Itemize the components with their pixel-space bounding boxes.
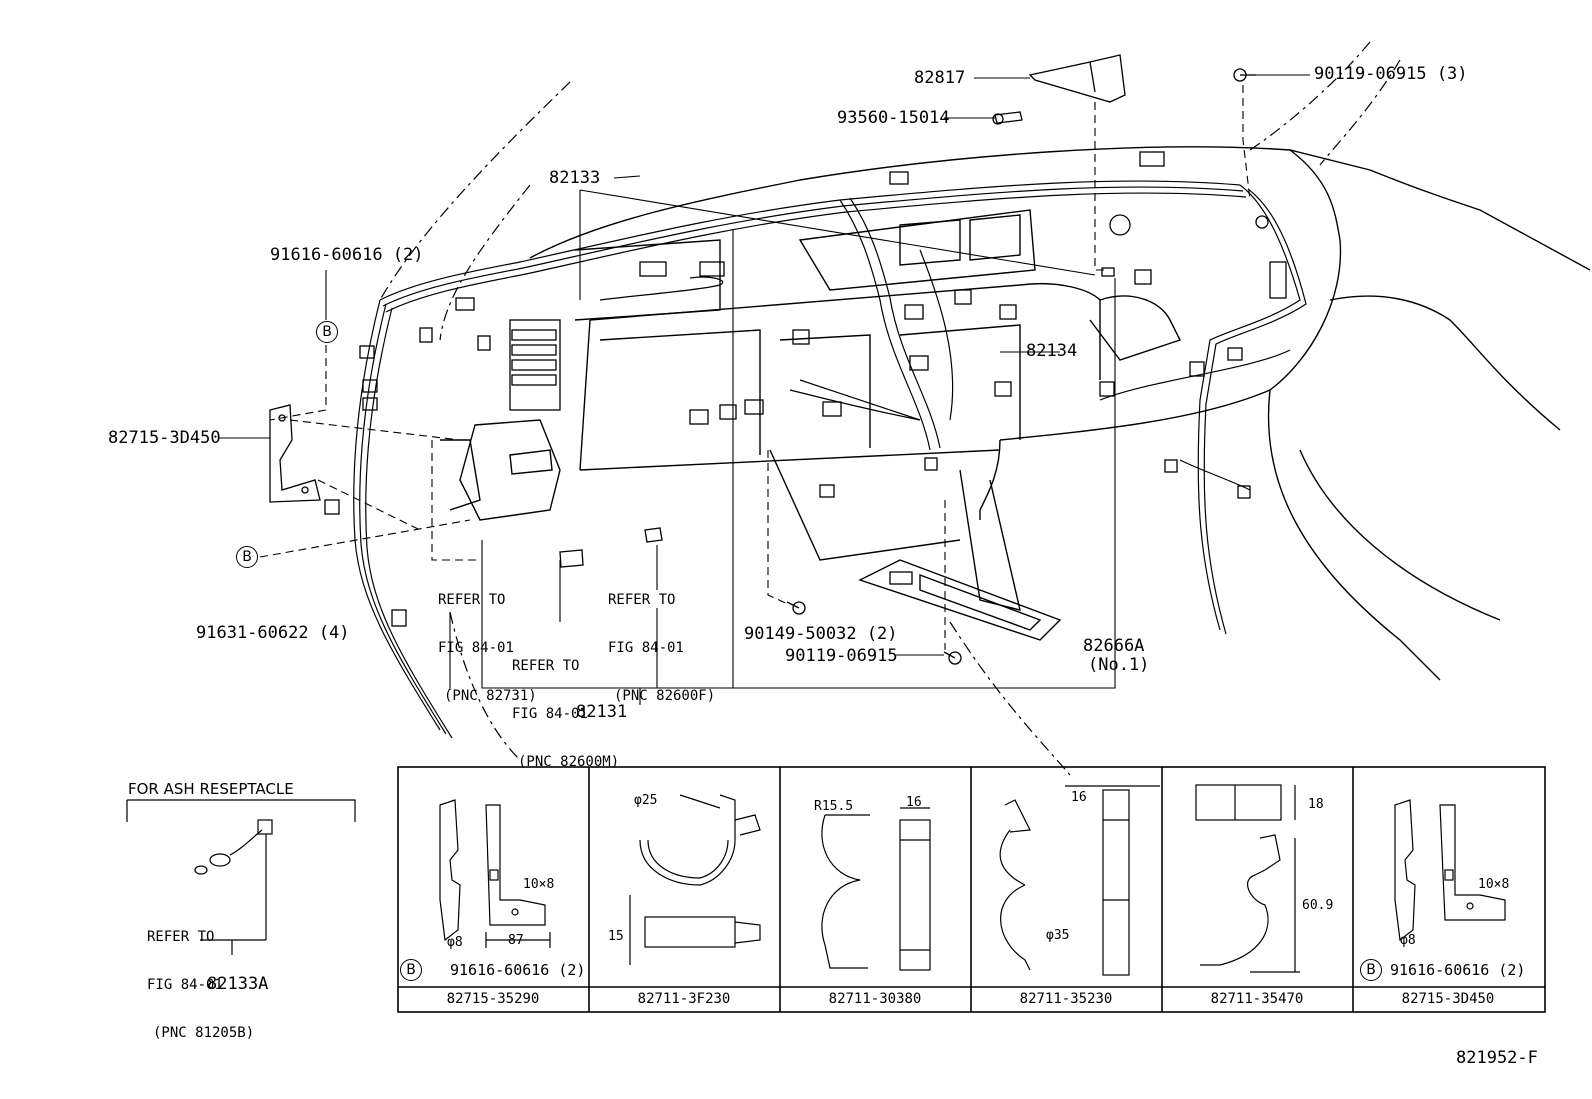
dim-15: 15	[608, 929, 624, 944]
refer-line: (PNC 81205B)	[153, 1025, 255, 1041]
refer-82731: REFER TO FIG 84-01 (PNC 82731)	[438, 560, 537, 720]
caption-82711-35230: 82711-35230	[1019, 991, 1113, 1007]
refer-line: FIG 84-01	[438, 640, 514, 656]
refer-line: REFER TO	[608, 592, 676, 608]
dim-10x8-p6: 10×8	[1478, 877, 1510, 892]
label-82131: 82131	[576, 702, 628, 722]
refer-line: FIG 84-01	[147, 977, 223, 993]
bracket-82817	[1028, 54, 1126, 103]
dim-87-p1: 87	[508, 933, 524, 948]
wire-harness	[353, 180, 1307, 739]
panel-3-drawing	[821, 807, 931, 971]
leader-lines	[218, 74, 1310, 705]
marker-b-left: B	[236, 546, 258, 568]
dim-16-p3: 16	[906, 795, 922, 810]
refer-line: (PNC 82600F)	[614, 688, 716, 704]
dim-r15-5: R15.5	[814, 799, 854, 814]
label-82715-3d450: 82715-3D450	[108, 428, 221, 448]
bracket-82715-3d450	[269, 404, 321, 503]
dim-10x8-p1: 10×8	[523, 877, 555, 892]
part-91616-p1: 91616-60616 (2)	[450, 961, 586, 979]
panel-6-drawing	[1394, 799, 1506, 942]
refer-82600f: REFER TO FIG 84-01 (PNC 82600F)	[608, 560, 715, 720]
label-82817: 82817	[914, 68, 966, 88]
refer-line: REFER TO	[438, 592, 506, 608]
refer-line: (PNC 82731)	[444, 688, 537, 704]
dim-16-p4: 16	[1071, 790, 1087, 805]
label-91616-60616-top: 91616-60616 (2)	[270, 245, 424, 265]
dashboard-outline	[529, 146, 1591, 681]
part-91616-p6: 91616-60616 (2)	[1390, 961, 1526, 979]
dim-phi8-p1: φ8	[447, 935, 463, 950]
caption-82711-3f230: 82711-3F230	[637, 991, 731, 1007]
marker-b-top: B	[316, 321, 338, 343]
refer-82600m: REFER TO FIG 84-01 (PNC 82600M)	[512, 626, 619, 786]
refer-line: FIG 84-01	[608, 640, 684, 656]
caption-82715-35290: 82715-35290	[446, 991, 540, 1007]
label-90119-06915-bottom: 90119-06915	[785, 646, 898, 666]
label-82666a: 82666A	[1083, 636, 1145, 656]
label-82133: 82133	[549, 168, 601, 188]
parts-table-grid	[397, 766, 1546, 1013]
refer-line: FIG 84-01	[512, 706, 588, 722]
dim-18: 18	[1308, 797, 1324, 812]
label-93560-15014: 93560-15014	[837, 108, 950, 128]
panel-4-drawing	[999, 785, 1160, 976]
dim-phi8-p6: φ8	[1400, 933, 1416, 948]
body-outline	[379, 41, 1401, 776]
label-91631-60622: 91631-60622 (4)	[196, 623, 350, 643]
dashed-leaders	[259, 85, 1251, 650]
caption-82711-30380: 82711-30380	[828, 991, 922, 1007]
panel-5-drawing	[1195, 784, 1300, 973]
label-82133a: 82133A	[207, 974, 269, 994]
marker-b-panel-6: B	[1360, 959, 1382, 981]
ash-receptacle-diagram	[126, 799, 356, 955]
label-82134: 82134	[1026, 341, 1078, 361]
refer-81205b: REFER TO FIG 84-01 (PNC 81205B)	[147, 897, 254, 1057]
bolts	[559, 68, 1256, 665]
label-90149-50032: 90149-50032 (2)	[744, 624, 898, 644]
dim-phi35: φ35	[1046, 928, 1070, 943]
label-82666a-no: (No.1)	[1088, 655, 1150, 675]
junction-block	[440, 419, 561, 521]
dim-60-9: 60.9	[1302, 898, 1334, 913]
marker-b-panel-1: B	[400, 959, 422, 981]
dim-phi25: φ25	[634, 793, 658, 808]
connectors	[324, 151, 1287, 627]
panel-2-drawing	[629, 794, 761, 965]
label-90119-06915-top: 90119-06915 (3)	[1314, 64, 1468, 84]
refer-line: REFER TO	[512, 658, 580, 674]
caption-82715-3d450: 82715-3D450	[1401, 991, 1495, 1007]
panel-1-drawing	[439, 799, 551, 948]
figure-code: 821952-F	[1456, 1048, 1538, 1068]
caption-82711-35470: 82711-35470	[1210, 991, 1304, 1007]
refer-line: (PNC 82600M)	[518, 754, 620, 770]
refer-line: REFER TO	[147, 929, 215, 945]
ash-receptacle-title: FOR ASH RESEPTACLE	[128, 780, 294, 798]
